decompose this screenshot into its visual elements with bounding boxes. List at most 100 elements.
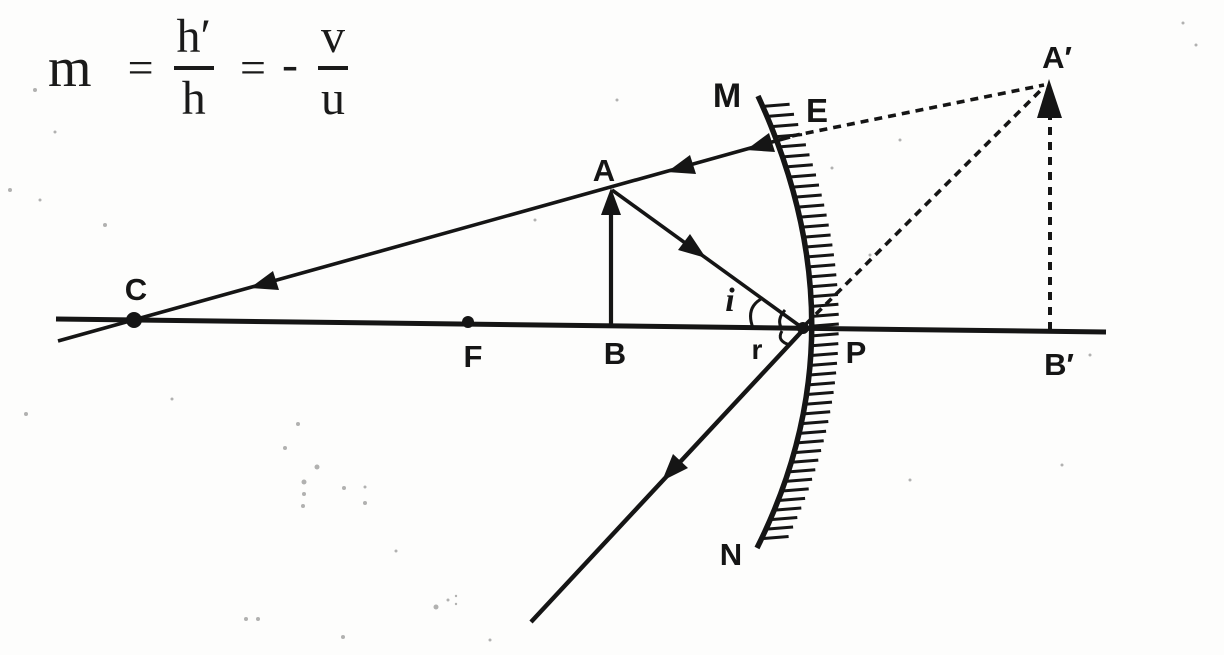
- hatch-mark: [809, 381, 836, 387]
- speckle: [830, 166, 834, 170]
- hatch-mark: [784, 153, 810, 159]
- speckle: [454, 602, 458, 606]
- speckle: [24, 412, 28, 416]
- speckle: [8, 188, 12, 192]
- speckle: [533, 218, 537, 222]
- hatch-mark: [793, 183, 820, 189]
- speckle: [302, 492, 306, 496]
- hatch-mark: [776, 133, 803, 139]
- speckle: [341, 635, 345, 639]
- centre-of-curvature-point: [126, 312, 142, 328]
- formula-m: m: [48, 36, 92, 99]
- hatch-mark: [813, 312, 839, 318]
- speckle: [615, 98, 619, 102]
- mirror-back-hatching: [763, 102, 839, 540]
- hatch-mark: [776, 506, 802, 512]
- scan-speckles: [8, 21, 1198, 642]
- hatch-mark: [790, 468, 816, 474]
- speckle: [314, 464, 320, 470]
- hatch-mark: [773, 123, 799, 128]
- fraction-v-over-u: v u: [317, 10, 348, 126]
- hatch-mark: [800, 429, 827, 435]
- hatch-mark: [779, 496, 806, 502]
- label-centre-of-curvature: C: [125, 272, 147, 307]
- hatch-mark: [813, 302, 839, 308]
- hatch-mark: [803, 223, 829, 229]
- hatch-mark: [803, 420, 829, 425]
- hatch-mark: [812, 283, 838, 289]
- speckle: [1194, 43, 1198, 47]
- virtual-extension-P-to-image: [804, 88, 1043, 326]
- hatch-mark: [810, 263, 836, 269]
- angle-i-outer-arc: [749, 296, 764, 329]
- label-image-tip: A′: [1042, 40, 1072, 75]
- hatch-mark: [798, 439, 824, 445]
- speckle: [103, 223, 107, 227]
- equals-sign: =: [240, 41, 266, 93]
- speckle: [38, 198, 42, 202]
- denominator-u: u: [320, 71, 345, 125]
- label-mirror-top: M: [713, 77, 741, 115]
- ray-arrowhead-icon: [662, 454, 688, 481]
- speckle: [454, 594, 458, 598]
- speckle: [244, 617, 248, 621]
- speckle: [256, 617, 260, 621]
- hatch-mark: [810, 371, 837, 377]
- label-object-base: B: [604, 336, 626, 371]
- speckle: [394, 549, 398, 553]
- hatch-mark: [790, 173, 817, 179]
- numerator-h-prime: h′: [176, 10, 212, 63]
- speckle: [363, 485, 367, 489]
- hatch-mark: [799, 203, 825, 209]
- speckle: [1181, 21, 1185, 25]
- hatch-mark: [772, 516, 798, 521]
- label-object-tip: A: [593, 153, 615, 188]
- image-arrowhead-icon: [1037, 79, 1062, 118]
- label-pole: P: [846, 335, 867, 370]
- mirror-surface-arc: [754, 94, 815, 550]
- label-image-base: B′: [1044, 347, 1074, 382]
- hatch-mark: [768, 112, 795, 118]
- fraction-bar: [173, 65, 215, 70]
- object-arrowhead-icon: [601, 188, 621, 215]
- speckle: [301, 504, 305, 508]
- hatch-mark: [795, 449, 822, 454]
- speckle: [1088, 353, 1092, 357]
- speckle: [908, 478, 912, 482]
- hatch-mark: [780, 143, 807, 149]
- speckle: [53, 130, 57, 134]
- focus-point: [462, 316, 474, 328]
- speckle: [1060, 463, 1064, 467]
- denominator-h: h: [181, 71, 206, 125]
- fraction-bar: [317, 65, 348, 70]
- speckle: [33, 88, 37, 92]
- hatch-mark: [811, 361, 838, 367]
- speckle: [446, 598, 450, 602]
- hatch-mark: [796, 193, 822, 199]
- speckle: [488, 638, 492, 642]
- hatch-mark: [764, 102, 790, 108]
- hatch-mark: [807, 243, 833, 249]
- speckle: [868, 253, 872, 257]
- label-incidence-point: E: [806, 92, 828, 129]
- magnification-formula: m = h′ h = - v u: [48, 10, 348, 126]
- hatch-mark: [801, 213, 827, 219]
- fraction-h-prime-over-h: h′ h: [173, 10, 215, 126]
- speckle: [433, 604, 439, 610]
- hatch-mark: [813, 332, 839, 338]
- hatch-mark: [812, 351, 838, 357]
- speckle: [363, 501, 367, 505]
- speckle: [301, 479, 307, 485]
- hatch-mark: [783, 487, 809, 493]
- incident-ray-to-pole: [610, 188, 806, 331]
- speckle: [283, 446, 287, 450]
- ray-arrowhead-icon: [678, 234, 706, 258]
- ray-arrowhead-icon: [667, 155, 696, 174]
- pole-point: [797, 322, 809, 334]
- speckle: [342, 486, 346, 490]
- hatch-mark: [813, 342, 839, 348]
- principal-axis-line: [55, 316, 1107, 335]
- hatch-mark: [787, 163, 813, 169]
